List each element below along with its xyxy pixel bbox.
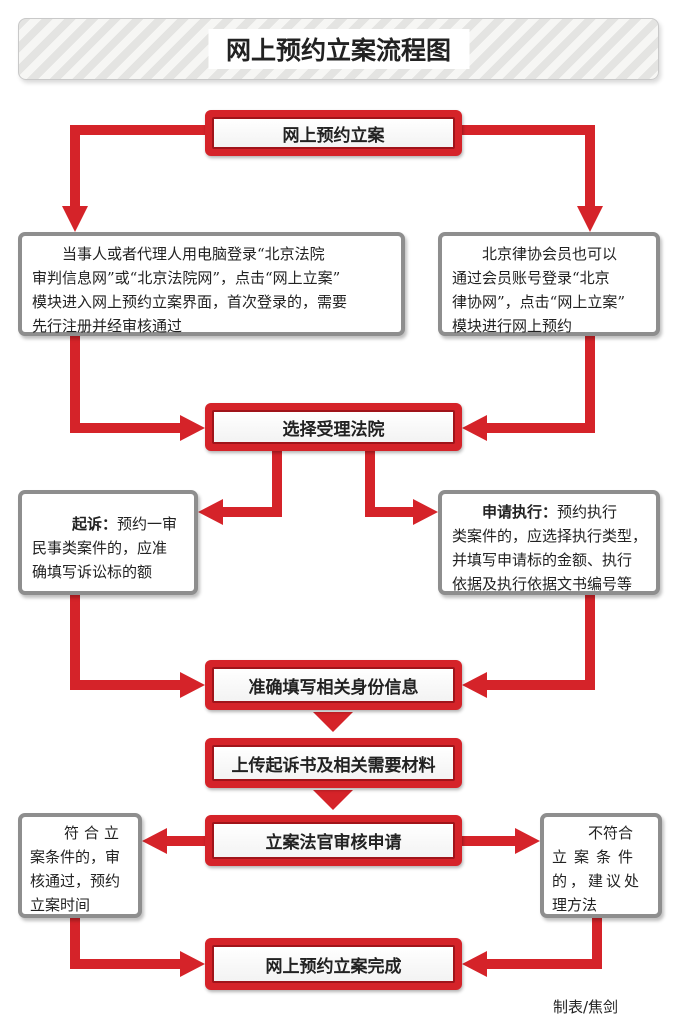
arrowhead (62, 206, 88, 232)
note-lawyer: 北京律协会员也可以 通过会员账号登录“北京 律协网”，点击“网上立案” 模块进行… (438, 232, 660, 336)
note-execution: 申请执行：预约执行 类案件的，应选择执行类型， 并填写申请标的金额、执行 依据及… (438, 490, 660, 595)
step-judge-review: 立案法官审核申请 (205, 815, 462, 866)
arrow-fail-to-s6 (482, 918, 602, 969)
note-line: 不符合 (588, 824, 634, 842)
note-line: 案条件的，审 (30, 848, 121, 866)
note-line: 的，建议处 (552, 872, 643, 890)
arrow-s1-to-lawyer (462, 125, 595, 212)
note-sue: 起诉：预约一审 民事类案件的，应准 确填写诉讼标的额 (18, 490, 198, 595)
note-line: 立案条件 (552, 848, 641, 866)
step-fill-identity: 准确填写相关身份信息 (205, 660, 462, 710)
arrow-pass-to-s6 (70, 918, 185, 969)
arrowhead (577, 206, 603, 232)
note-label: 起诉： (72, 515, 118, 533)
note-line: 民事类案件的，应准 (32, 539, 168, 557)
note-line: 理方法 (552, 896, 598, 914)
arrowhead (142, 828, 167, 854)
arrowhead (180, 951, 205, 977)
arrow-s1-to-login (70, 125, 205, 212)
arrowhead (198, 499, 223, 525)
note-line: 类案件的，应选择执行类型， (452, 527, 648, 545)
arrow-s2-to-exec (365, 450, 418, 517)
note-line: 并填写申请标的金额、执行 (452, 551, 633, 569)
arrowhead (180, 672, 205, 698)
note-line: 立案时间 (30, 896, 91, 914)
arrow-sue-to-s3 (70, 595, 185, 690)
arrow-exec-to-s3 (482, 595, 595, 690)
note-line: 北京律协会员也可以 (482, 245, 618, 263)
note-line: 通过会员账号登录“北京 (452, 269, 610, 287)
arrowhead (180, 415, 205, 441)
note-line: 当事人或者代理人用电脑登录“北京法院 (62, 245, 325, 263)
arrowhead (462, 415, 487, 441)
note-line: 模块进行网上预约 (452, 317, 573, 335)
step-online-reservation: 网上预约立案 (205, 110, 462, 156)
note-line: 符合立 (64, 824, 125, 842)
arrow-login-to-s2 (70, 336, 185, 433)
note-login: 当事人或者代理人用电脑登录“北京法院 审判信息网”或“北京法院网”，点击“网上立… (18, 232, 405, 336)
note-line: 确填写诉讼标的额 (32, 563, 153, 581)
arrowhead (462, 672, 487, 698)
arrowhead (462, 951, 487, 977)
title-banner: 网上预约立案流程图 (18, 18, 659, 80)
note-label: 申请执行： (482, 503, 558, 521)
note-pass: 符合立 案条件的，审 核通过，预约 立案时间 (18, 813, 142, 918)
step-select-court: 选择受理法院 (205, 403, 462, 451)
arrowhead (413, 499, 438, 525)
note-line: 依据及执行依据文书编号等 (452, 575, 633, 593)
note-line: 预约执行 (557, 503, 618, 521)
arrow-lawyer-to-s2 (482, 336, 595, 433)
note-line: 模块进入网上预约立案界面，首次登录的，需要 (32, 293, 348, 311)
note-line: 核通过，预约 (30, 872, 121, 890)
page-title: 网上预约立案流程图 (207, 29, 470, 69)
note-line: 律协网”，点击“网上立案” (452, 293, 626, 311)
down-arrow (313, 790, 353, 810)
arrow-s2-to-sue (218, 450, 282, 517)
note-fail: 不符合 立案条件 的，建议处 理方法 (540, 813, 662, 918)
arrowhead (515, 828, 540, 854)
note-line: 预约一审 (117, 515, 178, 533)
step-complete: 网上预约立案完成 (205, 938, 462, 990)
credit: 制表/焦剑 (553, 998, 619, 1016)
note-line: 先行注册并经审核通过 (32, 317, 183, 335)
down-arrow (313, 712, 353, 732)
note-line: 审判信息网”或“北京法院网”，点击“网上立案” (32, 269, 341, 287)
step-upload-materials: 上传起诉书及相关需要材料 (205, 738, 462, 788)
